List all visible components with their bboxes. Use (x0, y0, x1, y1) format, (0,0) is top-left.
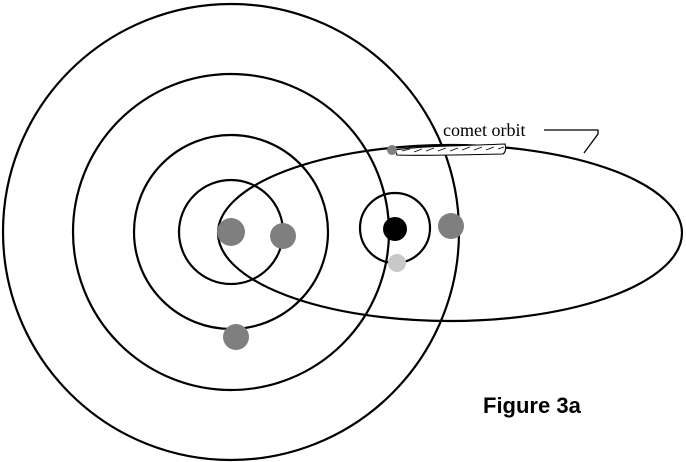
comet-orbit-label: comet orbit (443, 120, 525, 140)
comet-label-leader (544, 129, 599, 154)
central-body (217, 218, 245, 246)
figure-caption: Figure 3a (483, 393, 582, 418)
comet-path-hatching (401, 146, 505, 153)
comet-body (387, 145, 397, 155)
planet-ring-3-lower (223, 324, 249, 350)
black-body (383, 217, 407, 241)
moon-body (388, 254, 406, 272)
comet-path-highlight (394, 143, 507, 156)
outer-orbit-body (438, 213, 464, 239)
planet-ring-4 (270, 223, 296, 249)
